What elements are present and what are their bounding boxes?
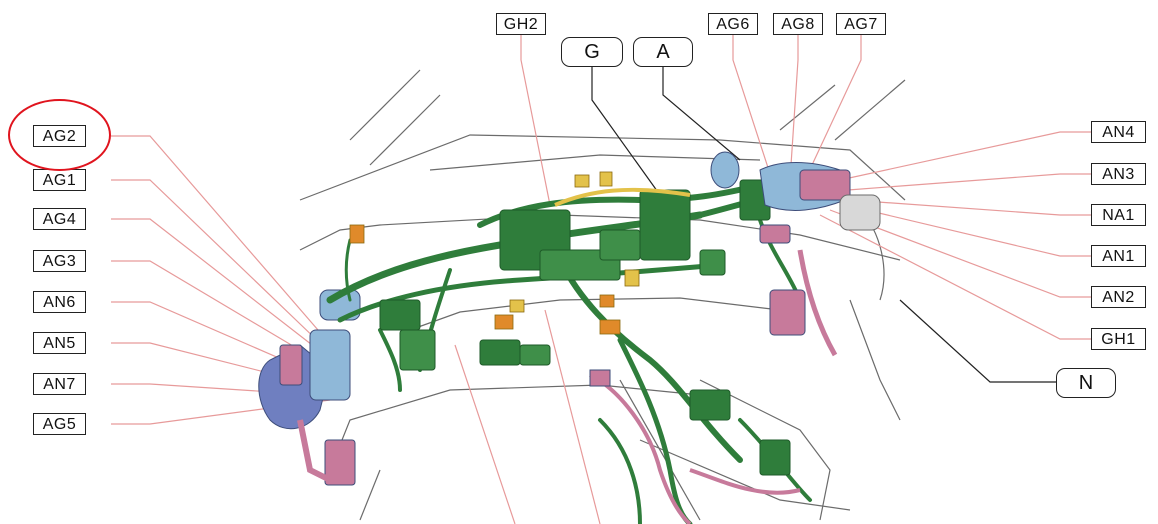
harness-right-cluster — [589, 151, 881, 524]
label-gh2: GH2 — [496, 13, 546, 35]
label-n: N — [1056, 368, 1116, 398]
harness-left-cluster — [258, 289, 361, 486]
label-g: G — [561, 37, 623, 67]
label-a: A — [633, 37, 693, 67]
label-ag3: AG3 — [33, 250, 86, 272]
pointer-lines — [591, 66, 1056, 383]
label-ag7: AG7 — [836, 13, 886, 35]
label-an7: AN7 — [33, 373, 86, 395]
highlight-circle — [8, 99, 111, 171]
label-an1: AN1 — [1091, 245, 1146, 267]
label-an6: AN6 — [33, 291, 86, 313]
label-ag5: AG5 — [33, 413, 86, 435]
harness-center-block — [379, 179, 791, 476]
label-ag8: AG8 — [773, 13, 823, 35]
label-na1: NA1 — [1091, 204, 1146, 226]
label-ag1: AG1 — [33, 169, 86, 191]
label-ag4: AG4 — [33, 208, 86, 230]
label-an5: AN5 — [33, 332, 86, 354]
label-an3: AN3 — [1091, 163, 1146, 185]
label-an2: AN2 — [1091, 286, 1146, 308]
label-ag6: AG6 — [708, 13, 758, 35]
leader-lines-right — [454, 35, 1091, 524]
label-gh1: GH1 — [1091, 328, 1146, 350]
harness-yellow-parts — [349, 171, 691, 335]
label-an4: AN4 — [1091, 121, 1146, 143]
